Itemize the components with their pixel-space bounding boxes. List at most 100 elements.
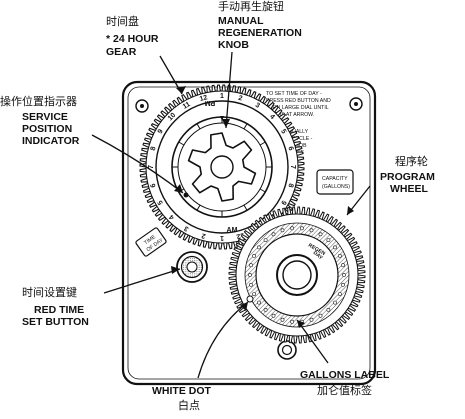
svg-text:WHEEL: WHEEL [390,183,429,195]
label-gallons: GALLONS LABEL 加仑值标签 [300,369,390,397]
program-pin [318,232,323,237]
svg-text:REGENERATION: REGENERATION [218,27,302,39]
knob-center [210,155,234,179]
label-24-hour-gear: 时间盘 * 24 HOUR GEAR [106,14,159,58]
program-pin [337,292,342,297]
svg-text:PROGRAM: PROGRAM [380,171,435,183]
svg-text:GALLONS LABEL: GALLONS LABEL [300,369,390,381]
svg-text:SERVICE: SERVICE [22,111,68,123]
top-right-screw [349,97,363,111]
program-pin [318,313,323,318]
program-pin [249,263,253,268]
svg-text:时间盘: 时间盘 [106,14,139,28]
hour-number: 1 [220,234,224,241]
hour-number: 6 [286,146,294,152]
svg-text:白点: 白点 [178,398,200,412]
svg-text:RED TIME: RED TIME [34,304,84,316]
svg-text:TURN LARGE DIAL UNTIL: TURN LARGE DIAL UNTIL [266,105,329,111]
indicator-leader [91,134,184,194]
label-program-wheel: 程序轮 PROGRAM WHEEL [380,154,435,195]
hour-number: 12 [199,94,208,103]
pm-marker: PM [205,99,216,106]
knob-tick [196,204,201,211]
svg-text:TO SET TIME OF DAY -: TO SET TIME OF DAY - [266,91,322,97]
leader-arrowheads [171,86,354,328]
hour-number: 11 [182,101,192,111]
hour-dial-inner-ring [155,100,289,234]
program-pin [326,238,331,243]
svg-text:WHITE DOT: WHITE DOT [152,385,211,397]
knob-tick [259,141,266,146]
svg-text:SET BUTTON: SET BUTTON [22,316,89,328]
label-red-time-set-button: 时间设置键 RED TIME SET BUTTON [22,285,89,328]
label-service-position-indicator: 操作位置指示器 SERVICE POSITION INDICATOR [0,94,80,147]
svg-text:POSITION: POSITION [22,123,72,135]
white-dot [246,295,254,303]
white-dot-leader [197,301,249,379]
program-pin [290,319,295,324]
am-marker: AM [227,227,238,234]
knob-tick [196,123,201,130]
program-hub-inner [282,260,312,290]
program-pin [249,282,253,287]
service-position-indicator [183,192,189,198]
hour-number: 4 [168,213,176,221]
hour-number: 2 [201,231,207,239]
manual-regeneration-knob[interactable] [171,116,273,218]
hour-number: 7 [148,165,155,169]
program-pin [257,300,261,305]
hour-number: 3 [183,224,190,232]
hour-number: 9 [279,199,287,206]
svg-text:PRESS RED BUTTON AND: PRESS RED BUTTON AND [266,98,331,104]
program-pin [290,226,295,231]
program-pin [280,317,285,322]
program-pin [309,228,314,233]
program-pin [309,317,314,322]
program-pin [326,307,331,312]
svg-text:(GALLONS): (GALLONS) [322,184,350,190]
program-pin [341,282,345,287]
svg-text:手动再生旋钮: 手动再生旋钮 [218,0,284,13]
hour-number: 6 [150,182,158,188]
svg-text:程序轮: 程序轮 [395,154,428,168]
program-pin [337,253,342,258]
bottom-right-screw [277,340,297,360]
program-pin [333,245,337,250]
svg-text:MANUAL: MANUAL [218,15,264,27]
red-time-set-button[interactable] [176,251,208,283]
knob-tick [178,141,185,146]
svg-text:TIME IS AT ARROW.: TIME IS AT ARROW. [266,112,314,118]
top-left-screw [135,99,149,113]
program-pin [252,253,257,258]
svg-text:INDICATOR: INDICATOR [22,135,80,147]
label-manual-regeneration-knob: 手动再生旋钮 MANUAL REGENERATION KNOB [218,0,302,51]
backplate-inner-edge [127,86,371,380]
set-time-instructions: TO SET TIME OF DAY - PRESS RED BUTTON AN… [266,91,331,118]
program-pin [280,228,285,233]
knob-tick [259,188,266,193]
program-pin [271,313,276,318]
program-pin [252,292,257,297]
program-pin [257,245,261,250]
hour-number: 12 [236,231,245,240]
label-white-dot: WHITE DOT 白点 [152,385,211,412]
program-pin [263,238,268,243]
svg-text:GEAR: GEAR [106,46,137,58]
knob-tick [243,123,248,130]
capacity-box: CAPACITY (GALLONS) [316,169,354,195]
svg-text:加仑值标签: 加仑值标签 [317,383,372,397]
hour-number: 8 [150,146,158,152]
hour-number: 5 [279,128,287,135]
hour-number: 10 [167,112,178,123]
hour-number: 1 [220,93,224,100]
hour-number: 9 [157,128,165,135]
hour-number: 7 [289,165,296,169]
hour-number: 3 [254,102,261,110]
svg-text:CAPACITY: CAPACITY [322,176,348,182]
time-set-leader [103,268,181,294]
leader-lines [91,51,371,379]
program-pin [248,273,252,277]
svg-text:TO MANUALLY: TO MANUALLY [272,129,309,135]
